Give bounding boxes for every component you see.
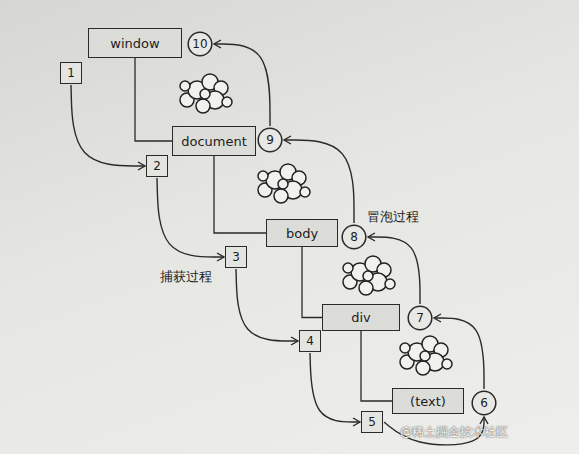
- circle-outline: [258, 128, 282, 152]
- node-text: 8: [350, 230, 358, 244]
- flow-arrow: [368, 237, 420, 304]
- node-text: 1: [67, 66, 75, 80]
- node-text: div: [351, 310, 371, 325]
- step-number-box: 1: [60, 62, 82, 84]
- bubble: [196, 99, 210, 113]
- node-text: 6: [480, 396, 488, 410]
- circle-outline: [342, 225, 366, 249]
- bubble-cluster: [343, 256, 395, 295]
- node-text: 10: [192, 37, 207, 51]
- dom-node-box: document: [172, 126, 256, 156]
- tree-line: [302, 247, 322, 318]
- tree-line: [135, 58, 172, 141]
- node-text: 5: [368, 415, 376, 429]
- bubble: [416, 361, 430, 375]
- bubble: [274, 189, 288, 203]
- step-number-circle: 6: [471, 390, 497, 416]
- tree-line: [214, 156, 266, 233]
- dom-node-box: div: [322, 304, 400, 331]
- flow-arrow: [310, 353, 360, 422]
- tree-line: [361, 331, 392, 401]
- bubble: [400, 343, 410, 353]
- step-number-box: 5: [361, 411, 383, 433]
- circle-outline: [408, 306, 432, 330]
- node-text: 4: [306, 334, 314, 348]
- bubble: [258, 171, 268, 181]
- node-text: body: [286, 226, 318, 241]
- bubble: [385, 279, 395, 289]
- circle-outline: [188, 32, 212, 56]
- dom-node-box: body: [266, 219, 338, 247]
- flow-arrow: [71, 85, 145, 166]
- node-text: (text): [410, 394, 446, 409]
- bubble: [343, 263, 353, 273]
- flow-arrow: [236, 269, 298, 341]
- step-number-circle: 10: [187, 31, 213, 57]
- step-number-circle: 9: [257, 127, 283, 153]
- flow-arrow: [214, 44, 270, 126]
- dom-node-box: window: [88, 28, 182, 58]
- bubble: [200, 89, 210, 99]
- node-text: 7: [416, 311, 424, 325]
- bubble-cluster: [180, 74, 232, 113]
- step-number-box: 4: [299, 330, 321, 352]
- bubble-cluster: [400, 336, 452, 375]
- bubble: [359, 281, 373, 295]
- step-number-box: 3: [225, 246, 247, 268]
- dom-node-box: (text): [392, 388, 464, 414]
- node-text: document: [181, 134, 247, 149]
- flow-arrow: [284, 140, 354, 223]
- step-number-circle: 8: [341, 224, 367, 250]
- step-number-box: 2: [146, 155, 168, 177]
- node-text: 3: [232, 250, 240, 264]
- bubble: [222, 97, 232, 107]
- phase-label: 冒泡过程: [367, 208, 419, 226]
- node-text: window: [110, 36, 159, 51]
- step-number-circle: 7: [407, 305, 433, 331]
- bubble-cluster: [258, 164, 310, 203]
- phase-label: 捕获过程: [160, 268, 212, 286]
- watermark: @稀土掘金技术社区: [400, 424, 508, 441]
- bubble: [420, 351, 430, 361]
- bubble: [180, 81, 190, 91]
- flow-arrow: [434, 318, 484, 389]
- node-text: 2: [153, 159, 161, 173]
- circle-outline: [472, 391, 496, 415]
- flow-arrow: [157, 178, 224, 257]
- bubble: [442, 359, 452, 369]
- bubble: [300, 187, 310, 197]
- bubble: [278, 179, 288, 189]
- node-text: 9: [266, 133, 274, 147]
- bubble: [363, 271, 373, 281]
